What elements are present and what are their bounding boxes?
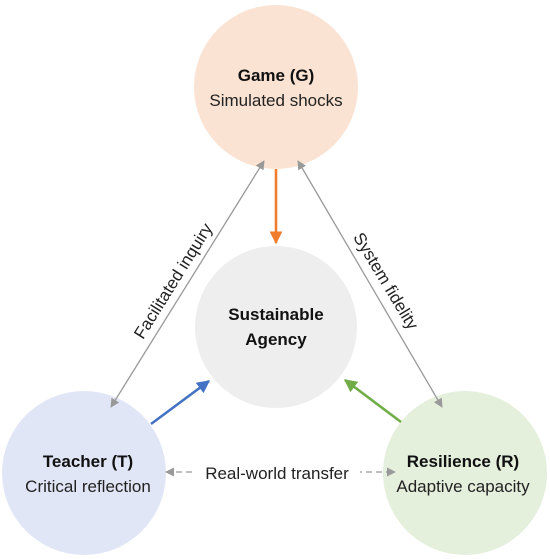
facilitated-inquiry-edge — [110, 160, 265, 408]
game-subtitle: Simulated shocks — [209, 91, 342, 110]
teacher-title: Teacher (T) — [43, 452, 133, 471]
resilience-subtitle: Adaptive capacity — [396, 477, 530, 496]
system-fidelity-label: System fidelity — [349, 229, 422, 333]
teacher-subtitle: Critical reflection — [25, 477, 151, 496]
system-fidelity-edge — [297, 160, 443, 408]
transfer-label-backdrop — [194, 464, 360, 482]
real-world-transfer-label: Real-world transfer — [205, 464, 349, 483]
center-node — [195, 246, 357, 408]
agency-line1: Sustainable — [228, 305, 323, 324]
resilience-title: Resilience (R) — [407, 452, 519, 471]
agency-line2: Agency — [245, 330, 307, 349]
game-title: Game (G) — [238, 66, 315, 85]
game-node — [194, 5, 358, 169]
resilience-node — [383, 391, 547, 555]
resilience-to-agency-arrow — [343, 378, 402, 424]
teacher-node — [2, 391, 166, 555]
teacher-to-agency-arrow — [150, 379, 211, 426]
